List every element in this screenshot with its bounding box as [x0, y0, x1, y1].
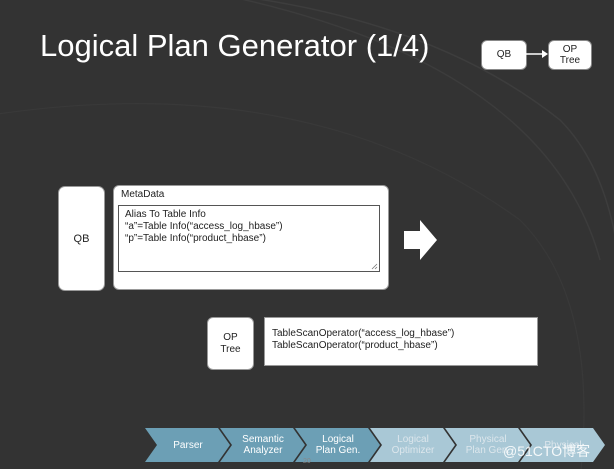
right-arrow-icon	[404, 220, 437, 260]
mini-qb-label: QB	[496, 49, 512, 61]
pipeline-step-physical-shape	[520, 428, 605, 462]
mini-tree-label: Tree	[559, 55, 581, 66]
pipeline-step-physical-plan-shape	[445, 428, 530, 462]
page-number: 20	[303, 458, 311, 465]
qb-box: QB	[58, 186, 105, 291]
operator-line: TableScanOperator(“access_log_hbase”)	[272, 328, 455, 339]
mini-op-tree-box: OP Tree	[548, 40, 592, 70]
op-tree-box: OP Tree	[207, 317, 254, 370]
metadata-label: MetaData	[121, 189, 165, 200]
slide-title: Logical Plan Generator (1/4)	[40, 28, 430, 63]
pipeline-step-physical: Physical	[544, 439, 582, 451]
resize-grip-icon	[371, 263, 378, 270]
metadata-line: Alias To Table Info	[125, 209, 206, 220]
operators-box: TableScanOperator(“access_log_hbase”) Ta…	[264, 317, 538, 366]
watermark: @51CTO博客	[503, 443, 591, 459]
qb-label: QB	[73, 232, 90, 245]
pipeline-step-semantic-shape	[220, 428, 305, 462]
pipeline-step-logical-plan-shape	[295, 428, 380, 462]
pipeline-step-logical-optimizer-shape	[370, 428, 455, 462]
metadata-line: “a”=Table Info(“access_log_hbase”)	[125, 221, 283, 232]
mini-qb-box: QB	[481, 40, 527, 70]
metadata-line: “p”=Table Info(“product_hbase”)	[125, 233, 266, 244]
metadata-box: MetaData Alias To Table Info “a”=Table I…	[113, 185, 389, 290]
op-label: OP	[223, 331, 238, 343]
mini-arrow-icon	[525, 50, 548, 58]
pipeline-step-parser-shape	[145, 428, 230, 462]
mini-op-label: OP	[562, 43, 578, 55]
operator-line: TableScanOperator(“product_hbase”)	[272, 340, 438, 351]
pipeline-step-parser: Parser	[173, 439, 203, 451]
tree-label: Tree	[220, 343, 241, 355]
metadata-content: Alias To Table Info “a”=Table Info(“acce…	[118, 205, 380, 272]
